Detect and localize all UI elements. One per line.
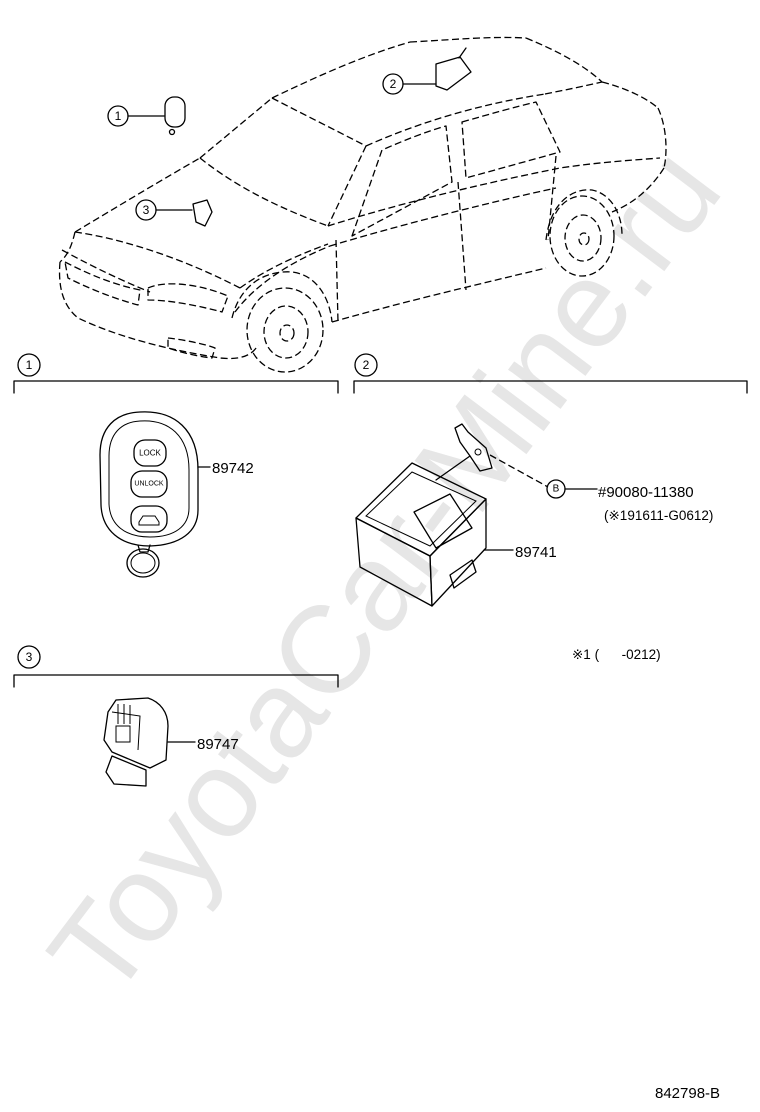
- car-front-bumper: [58, 261, 259, 360]
- fastener-part-number: #90080-11380: [598, 484, 694, 501]
- section-3-number: 3: [26, 650, 33, 664]
- car-rear-hub: [578, 232, 590, 246]
- key-ring-outer: [126, 548, 160, 578]
- car-rear-door-window: [461, 101, 561, 179]
- callout-number-3: 3: [143, 203, 150, 217]
- receiver-lid: [365, 471, 477, 547]
- callout-number-1: 1: [115, 109, 122, 123]
- section-3-circle: [17, 645, 41, 669]
- car-rear-rim: [564, 214, 602, 262]
- key-fob-lock-label: LOCK: [139, 449, 161, 458]
- section-1-circle: [17, 353, 41, 377]
- receiver-bracket: [454, 423, 493, 472]
- section-2-circle: [354, 353, 378, 377]
- car-roof-rail: [365, 93, 546, 147]
- car-fog-light: [167, 337, 216, 359]
- car-rear-bumper: [611, 167, 665, 213]
- antenna-connector-plug: [105, 755, 147, 787]
- key-fob-trunk-button: [130, 505, 168, 533]
- key-fob-ring-mount: [137, 544, 151, 553]
- section-1-rule: [13, 380, 339, 394]
- key-fob-unlock-label: UNLOCK: [134, 481, 164, 488]
- car-trunk: [601, 81, 659, 109]
- car-callout-3: 3: [135, 199, 213, 227]
- receiver-bracket-hole: [474, 448, 482, 456]
- section-1-number: 1: [26, 358, 33, 372]
- antenna-connector-ribs: [117, 704, 131, 724]
- section-3: 3 89747: [13, 645, 339, 787]
- car-side-crease: [329, 187, 557, 247]
- receiver-bracket-arm: [435, 455, 471, 481]
- car-nose: [59, 231, 76, 263]
- car-rear-door-edge: [547, 155, 557, 241]
- key-ring-inner: [130, 552, 156, 574]
- footnote-applicability: ※1 ( -0212): [572, 647, 661, 662]
- receiver-label-window: [413, 493, 473, 549]
- antenna-connector: [103, 697, 169, 787]
- part-number-receiver: 89741: [515, 544, 557, 561]
- car-sill: [331, 267, 547, 323]
- car-front-wheel-arch: [231, 271, 333, 323]
- car-front-door-window: [351, 125, 453, 237]
- car-grille: [64, 261, 141, 306]
- car-callout-2: 2: [382, 47, 472, 95]
- car-a-pillar-left: [199, 97, 273, 159]
- car-tail: [657, 107, 667, 169]
- mini-key-fob: [164, 96, 186, 128]
- door-control-receiver: [355, 423, 493, 607]
- mini-receiver-bracket: [458, 47, 467, 59]
- section-3-rule: [13, 674, 339, 688]
- section-1: 1 LOCK UNLOCK 89742: [13, 353, 339, 578]
- part-number-antenna-connector: 89747: [197, 736, 239, 753]
- car-roof-top: [409, 36, 527, 43]
- car-windshield-base: [199, 157, 329, 227]
- car-headlight: [147, 283, 229, 313]
- key-fob-body: [99, 411, 199, 547]
- trunk-icon: [138, 515, 160, 526]
- mini-antenna-connector: [192, 199, 213, 227]
- section-2-rule: [353, 380, 748, 394]
- car-overview: [58, 36, 667, 373]
- car-rear-window-outer: [525, 37, 603, 83]
- antenna-connector-body: [103, 697, 169, 769]
- car-front-tire: [246, 287, 324, 373]
- antenna-connector-edge: [111, 711, 141, 751]
- receiver-connector: [449, 559, 477, 589]
- key-fob-panel: [108, 420, 190, 538]
- key-fob-lock-button: [133, 439, 167, 467]
- key-fob-unlock-button: [130, 470, 168, 498]
- car-rear-tire: [549, 195, 615, 277]
- car-beltline: [327, 157, 661, 227]
- receiver-left-face: [355, 517, 433, 607]
- car-front-hub: [279, 324, 295, 342]
- drawing-id: 842798-B: [655, 1085, 720, 1102]
- mini-receiver-module: [435, 56, 472, 91]
- part-number-key-fob: 89742: [212, 460, 254, 477]
- car-callout-1: 1: [107, 96, 186, 136]
- car-front-fender: [234, 245, 331, 313]
- car-front-door-edge: [335, 239, 339, 323]
- fastener-marker-letter: B: [553, 484, 560, 495]
- car-windshield-top: [271, 97, 367, 147]
- car-rear-window-bottom: [544, 81, 603, 95]
- car-hood-crease: [74, 231, 241, 289]
- fastener-dashed-leader: [489, 454, 549, 488]
- car-hood-front-edge: [61, 249, 151, 293]
- car-b-pillar-line: [457, 181, 467, 291]
- car-roof-left: [271, 41, 411, 99]
- car-rear-wheel-arch: [545, 189, 623, 241]
- car-a-pillar-right: [327, 145, 367, 227]
- section-2: 2 B #90080-11380 (※191611-G0612) 89741 ※…: [353, 353, 748, 662]
- mini-key-ring: [168, 128, 176, 136]
- car-fender-upper: [239, 243, 329, 289]
- key-fob-transmitter: LOCK UNLOCK: [99, 411, 199, 578]
- callout-number-2: 2: [390, 77, 397, 91]
- section-2-number: 2: [363, 358, 370, 372]
- car-front-rim: [263, 305, 309, 359]
- antenna-connector-latch: [115, 725, 131, 743]
- car-hood-left-edge: [74, 157, 201, 233]
- fastener-note: (※191611-G0612): [604, 508, 713, 523]
